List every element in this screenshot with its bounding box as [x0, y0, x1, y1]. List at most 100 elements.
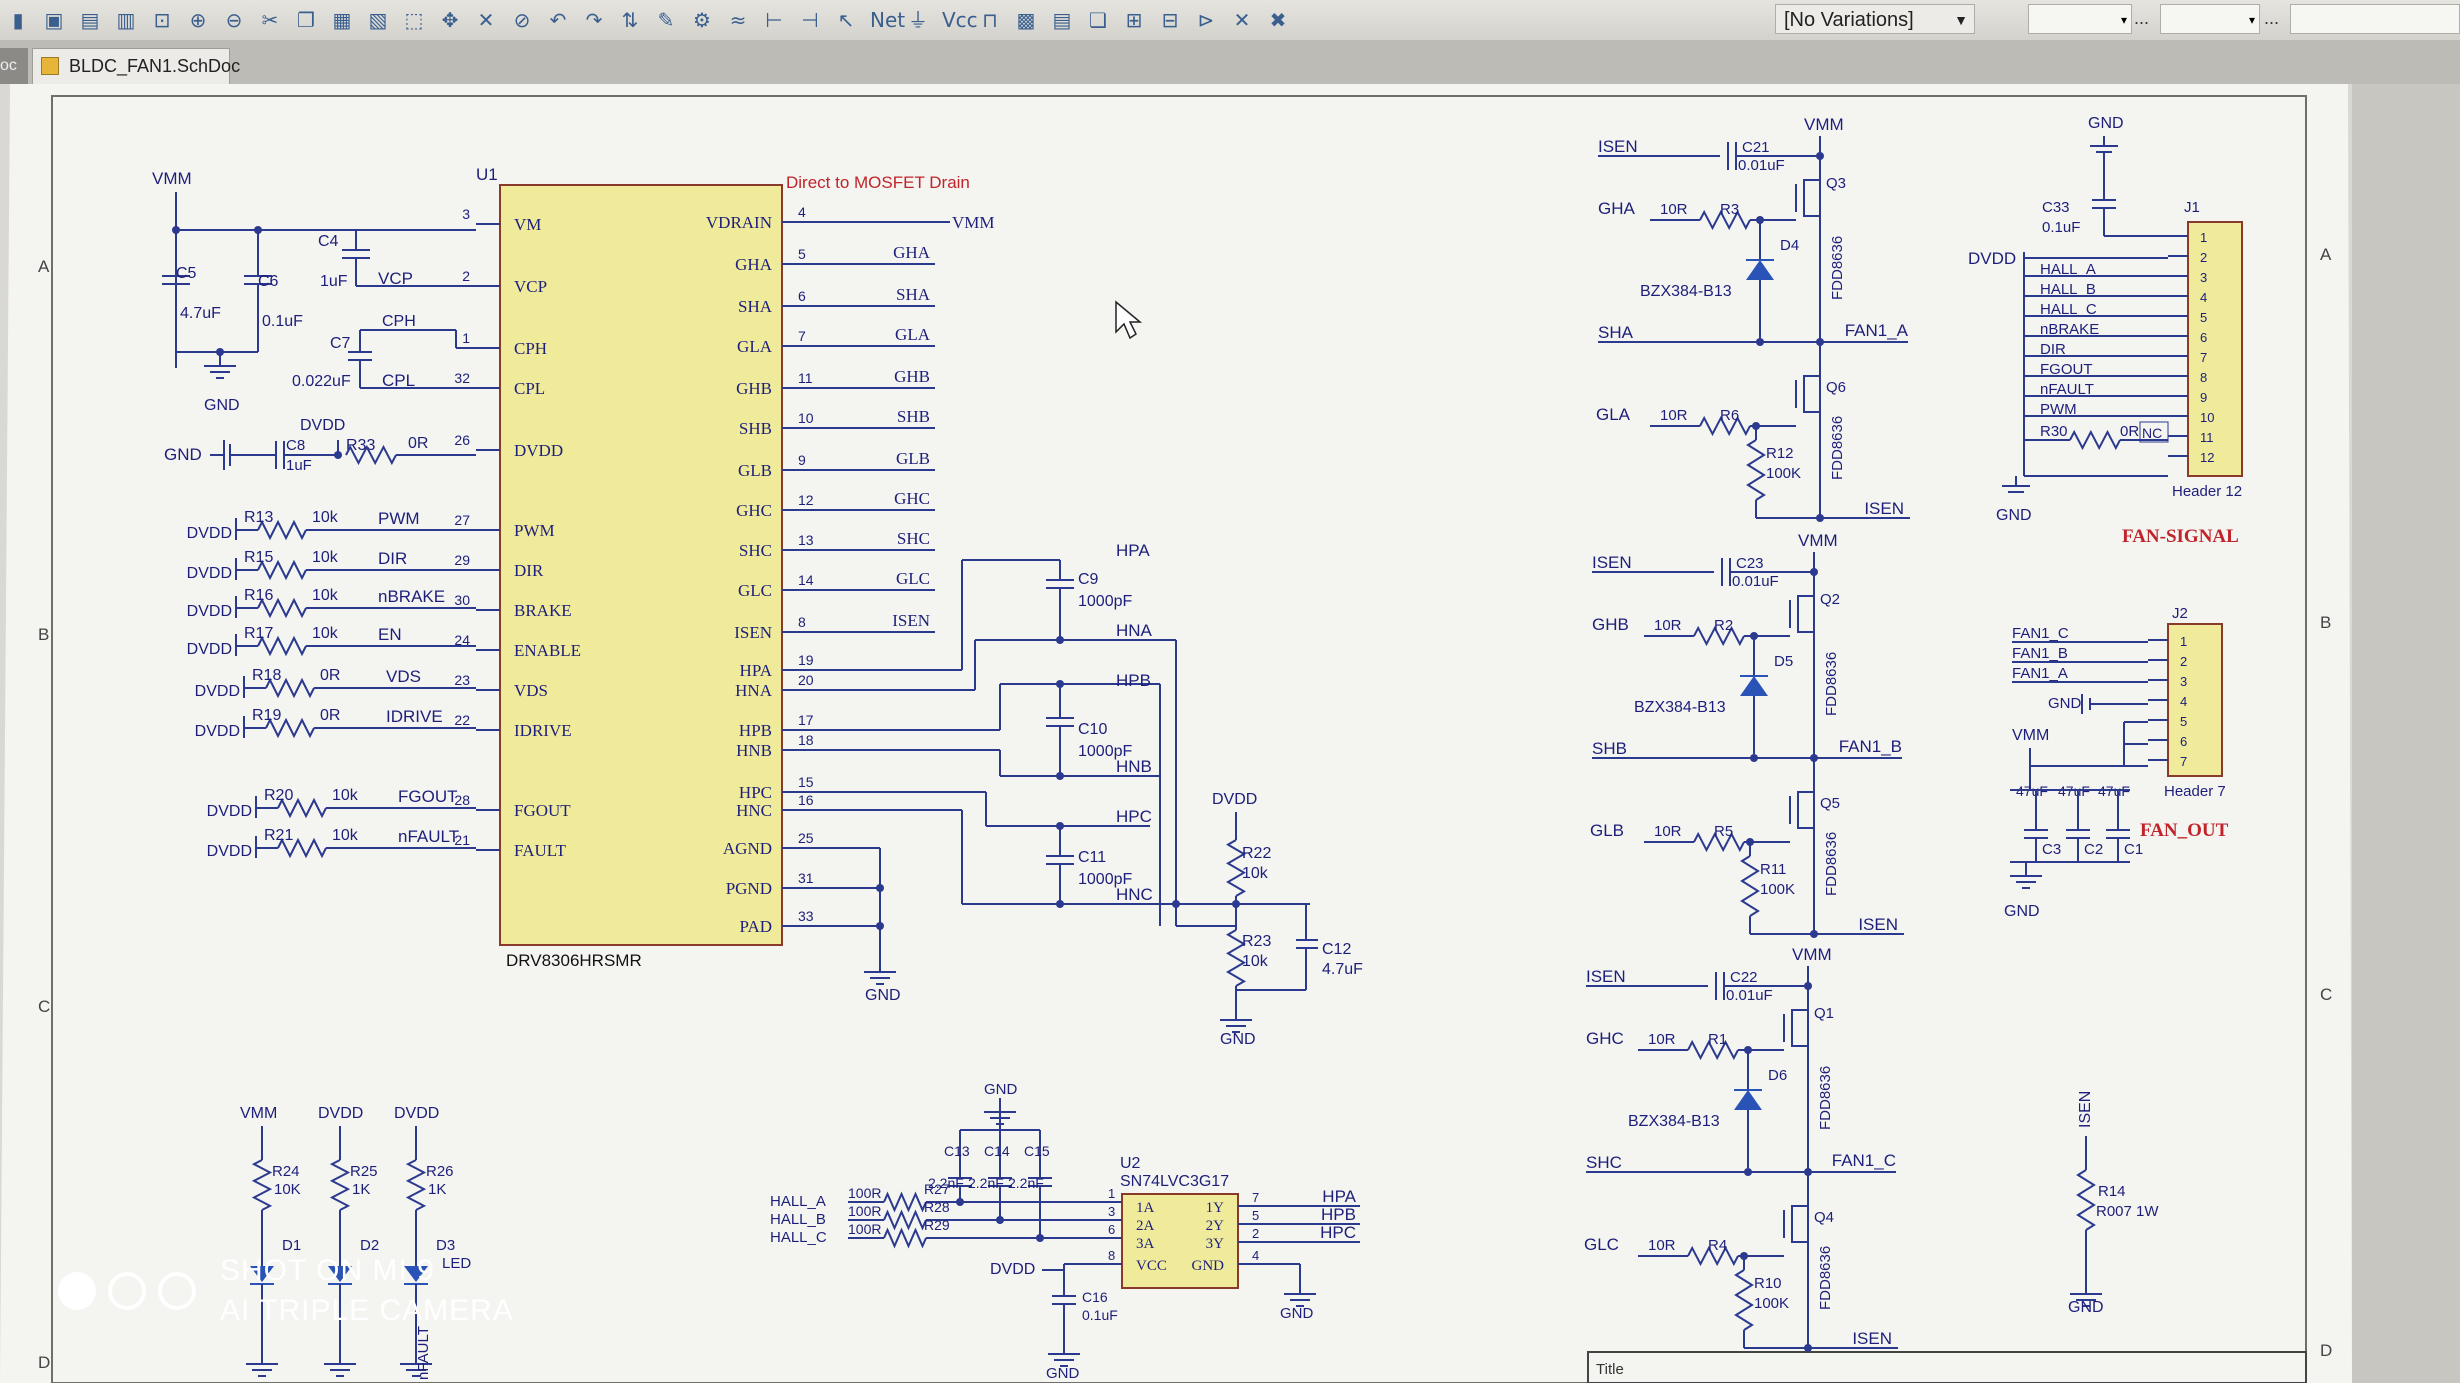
gnd-port-icon[interactable]: ⏚	[908, 8, 928, 32]
resistor-pulldown	[1734, 1269, 1754, 1331]
undo-icon[interactable]: ↶	[549, 8, 567, 32]
clear-filter-icon[interactable]: ⊘	[513, 8, 531, 32]
resistor-r17	[257, 635, 307, 657]
u1-pin-number: 11	[798, 370, 813, 386]
u1-pin-number: 14	[798, 572, 814, 588]
diode-ref: D3	[436, 1237, 455, 1254]
resistor-value: 10R	[1660, 407, 1688, 424]
open-icon[interactable]: ▣	[44, 8, 64, 32]
c16-ref: C16	[1082, 1289, 1108, 1305]
mosfet-part: FDD8636	[1823, 652, 1840, 716]
harness-entry-icon[interactable]: ⊟	[1161, 8, 1179, 32]
signal-harness-icon[interactable]: ↖	[837, 8, 855, 32]
u1-pin-number: 1	[462, 330, 470, 346]
dvdd-label: DVDD	[1968, 249, 2016, 268]
save-icon[interactable]: ▤	[80, 8, 100, 32]
dvdd-label: DVDD	[990, 1261, 1035, 1278]
redo-icon[interactable]: ↷	[585, 8, 603, 32]
gnd-label: GND	[204, 397, 240, 414]
resistor-value: 0R	[320, 667, 340, 684]
cap-value: 0.01uF	[1726, 987, 1773, 1004]
zoom-combo[interactable]	[2290, 4, 2460, 34]
hierarchy-icon[interactable]: ⇅	[621, 8, 639, 32]
u1-pin-name: ISEN	[734, 623, 772, 642]
junction-dot	[1750, 754, 1758, 762]
net-label: ISEN	[892, 611, 930, 630]
bus-entry-icon[interactable]: ⊣	[801, 8, 819, 32]
net-label-cph: CPH	[382, 313, 416, 330]
cap-value: 2.2nF	[928, 1175, 964, 1191]
net-label: HALL_C	[770, 1229, 827, 1246]
tab-previous[interactable]: oc	[0, 48, 28, 84]
u1-pin-name: VCP	[514, 277, 547, 296]
u1-pin-name: FAULT	[514, 841, 567, 860]
net-label-isen: ISEN	[2077, 1091, 2094, 1128]
net-label-gate-high: GHB	[1592, 615, 1629, 634]
u2-pin-number: 2	[1252, 1226, 1259, 1241]
mosfet-ref: Q2	[1820, 591, 1840, 608]
print-icon[interactable]: ▥	[116, 8, 136, 32]
resistor-r21	[277, 837, 327, 859]
zoom-out-icon[interactable]: ⊖	[225, 8, 243, 32]
zoom-in-icon[interactable]: ⊕	[189, 8, 207, 32]
sheet-entry-icon[interactable]: ▤	[1052, 8, 1072, 32]
sheet-symbol-icon[interactable]: ▩	[1016, 8, 1036, 32]
filter-combo[interactable]: ▾	[2160, 4, 2260, 34]
u1-pin-name: HNA	[735, 681, 773, 700]
j1-signal-label: HALL_A	[2040, 261, 2096, 278]
junction-dot	[876, 884, 884, 892]
dvdd-label: DVDD	[207, 843, 252, 860]
resistor-ref: R4	[1708, 1237, 1727, 1254]
part-icon[interactable]: ⊓	[982, 8, 998, 32]
j1-pin-number: 10	[2200, 410, 2214, 425]
resistor-r23	[1226, 929, 1246, 987]
j1-pin-number: 11	[2200, 430, 2214, 445]
variations-dropdown[interactable]: [No Variations] ▼	[1775, 4, 1975, 34]
move-icon[interactable]: ✥	[441, 8, 459, 32]
mosfet-ref: Q3	[1826, 175, 1846, 192]
deselect-icon[interactable]: ✕	[477, 8, 495, 32]
new-icon[interactable]: ▮	[12, 8, 24, 32]
u1-pin-number: 2	[462, 268, 470, 284]
paste-icon[interactable]: ▦	[332, 8, 352, 32]
u1-pin-number: 30	[454, 592, 470, 608]
net-label-hpb: HPB	[1116, 671, 1151, 690]
u1-pin-number: 21	[454, 832, 470, 848]
cut-icon[interactable]: ✂	[261, 8, 279, 32]
combo-more[interactable]: ...	[2134, 8, 2150, 28]
resistor-r15	[257, 559, 307, 581]
cross-probe-icon[interactable]: ✎	[657, 8, 675, 32]
device-sheet-icon[interactable]: ❏	[1089, 8, 1107, 32]
resistor-led	[251, 1159, 273, 1211]
j1-pin-number: 3	[2200, 270, 2207, 285]
copy-icon[interactable]: ❐	[297, 8, 315, 32]
port-icon[interactable]: ⊳	[1197, 8, 1215, 32]
mosfet-part: FDD8636	[1817, 1066, 1834, 1130]
tab-bldc-fan1-schdoc[interactable]: BLDC_FAN1.SchDoc	[32, 48, 240, 84]
net-label: GLB	[896, 449, 930, 468]
off-sheet-icon[interactable]: ✖	[1269, 8, 1287, 32]
select-area-icon[interactable]: ⬚	[404, 8, 424, 32]
compile-icon[interactable]: ⚙	[693, 8, 711, 32]
j2-signal-label: FAN1_C	[2012, 625, 2069, 642]
combo-arrow-icon: ▾	[2120, 13, 2127, 27]
net-label-isen: ISEN	[1592, 553, 1632, 572]
combo-more[interactable]: ...	[2264, 8, 2280, 28]
layer-combo[interactable]: ▾	[2028, 4, 2132, 34]
gnd-label: GND	[865, 987, 901, 1004]
net-label-sh: SHC	[1586, 1153, 1622, 1172]
gnd-label: GND	[1996, 507, 2032, 524]
junction-dot	[1056, 822, 1064, 830]
net-label-vmm: VMM	[952, 213, 995, 232]
wire-icon[interactable]: ≈	[729, 8, 747, 32]
no-erc-icon[interactable]: ✕	[1233, 8, 1251, 32]
harness-connector-icon[interactable]: ⊞	[1125, 8, 1143, 32]
j1-pin-number: 9	[2200, 390, 2207, 405]
c12-ref: C12	[1322, 941, 1351, 958]
bus-icon[interactable]: ⊢	[765, 8, 783, 32]
rubber-stamp-icon[interactable]: ▧	[368, 8, 388, 32]
zoom-fit-icon[interactable]: ⊡	[153, 8, 171, 32]
sheet-border	[51, 95, 2307, 1383]
mosfet-ref: Q1	[1814, 1005, 1834, 1022]
